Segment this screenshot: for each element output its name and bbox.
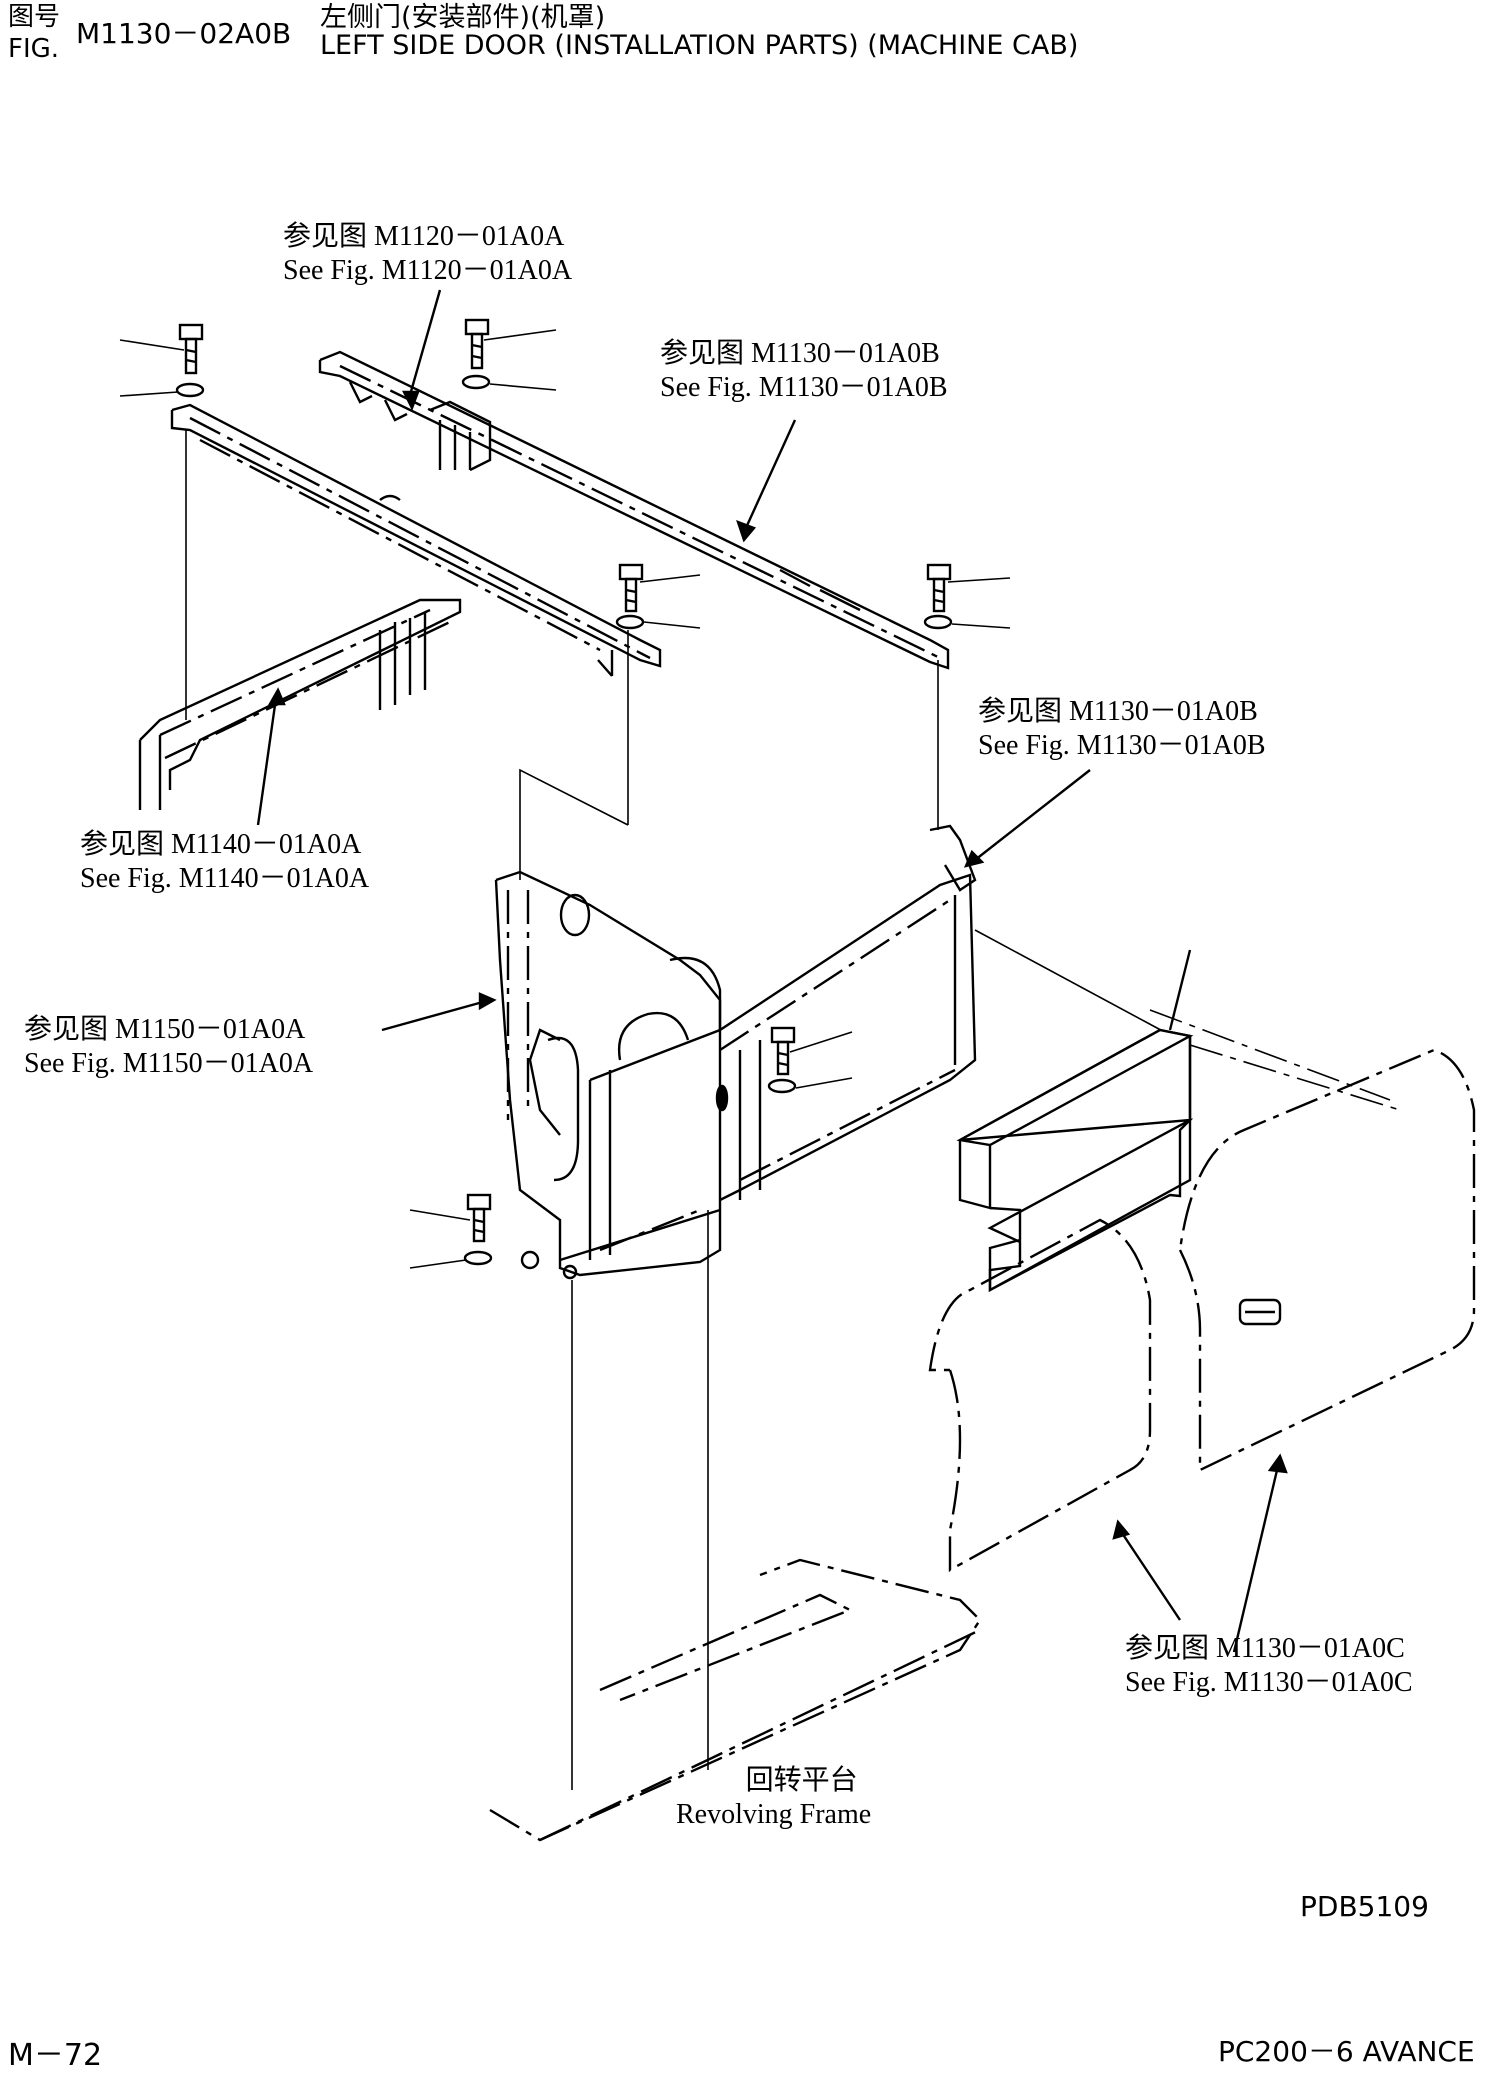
callout-m1150-01a0a: 参见图 M1150－01A0A See Fig. M1150－01A0A: [24, 1013, 313, 1081]
callout-cn: 参见图 M1150－01A0A: [24, 1014, 306, 1045]
fig-label-cn: 图号: [8, 2, 61, 32]
bolt-2: [461, 318, 557, 391]
bolt-1: [119, 323, 205, 398]
seal-pad: [956, 949, 1194, 1293]
callout-cn: 参见图 M1130－01A0C: [1125, 1633, 1405, 1664]
title-en: LEFT SIDE DOOR (INSTALLATION PARTS) (MAC…: [320, 30, 1079, 61]
left-frame-panel: [138, 598, 462, 810]
fig-label-en: FIG.: [8, 34, 60, 64]
callout-m1140-01a0a: 参见图 M1140－01A0A See Fig. M1140－01A0A: [80, 828, 369, 896]
inner-door-panel: [928, 1218, 1152, 1573]
bolt-4: [923, 563, 1011, 630]
leader-arrows: [256, 289, 1288, 1653]
model-name: PC200－6 AVANCE: [1218, 2035, 1475, 2068]
upper-left-rail: [170, 403, 662, 677]
callout-en: See Fig. M1150－01A0A: [24, 1048, 314, 1079]
outer-door-panel: [1178, 1048, 1476, 1472]
page-number: M－72: [8, 2038, 103, 2073]
callout-en: See Fig. M1130－01A0B: [978, 730, 1266, 761]
fig-number: M1130－02A0B: [76, 17, 292, 50]
revolving-frame: [489, 1558, 982, 1842]
frame-label-en: Revolving Frame: [676, 1799, 872, 1830]
revolving-frame-label: 回转平台 Revolving Frame: [676, 1764, 871, 1832]
frame-label-cn: 回转平台: [745, 1765, 858, 1796]
bolt-5: [767, 1026, 853, 1094]
callout-m1130-01a0b-mid: 参见图 M1130－01A0B See Fig. M1130－01A0B: [978, 695, 1266, 763]
callout-cn: 参见图 M1130－01A0B: [660, 338, 940, 369]
callout-en: See Fig. M1120－01A0A: [283, 255, 573, 286]
callout-en: See Fig. M1130－01A0B: [660, 372, 948, 403]
callout-m1120-01a0a: 参见图 M1120－01A0A See Fig. M1120－01A0A: [283, 220, 572, 288]
callout-cn: 参见图 M1130－01A0B: [978, 696, 1258, 727]
assembly-lines: [185, 430, 1401, 1790]
upper-right-rail: [318, 350, 950, 670]
callout-en: See Fig. M1140－01A0A: [80, 863, 370, 894]
callout-en: See Fig. M1130－01A0C: [1125, 1667, 1413, 1698]
callout-m1130-01a0c: 参见图 M1130－01A0C See Fig. M1130－01A0C: [1125, 1632, 1413, 1700]
bolt-6: [409, 1193, 493, 1269]
title-cn: 左侧门(安装部件)(机罩): [320, 2, 606, 33]
door-frame: [494, 824, 977, 1280]
bolts-group: [119, 318, 1011, 1269]
callout-cn: 参见图 M1140－01A0A: [80, 829, 362, 860]
callout-cn: 参见图 M1120－01A0A: [283, 221, 565, 252]
callout-m1130-01a0b-top: 参见图 M1130－01A0B See Fig. M1130－01A0B: [660, 337, 948, 405]
bolt-3: [615, 563, 701, 630]
drawing-code: PDB5109: [1300, 1890, 1429, 1923]
